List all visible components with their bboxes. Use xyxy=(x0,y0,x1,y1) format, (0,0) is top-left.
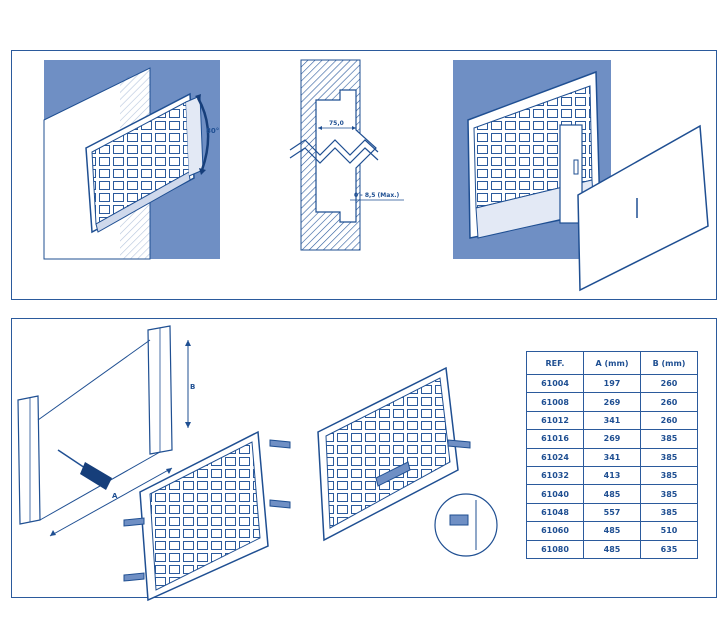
ref-cell: 61032 xyxy=(526,465,584,486)
mounting-illustration: A B xyxy=(17,325,195,537)
ref-cell: 61048 xyxy=(526,502,584,523)
b-cell: 260 xyxy=(640,392,698,412)
b-cell: 385 xyxy=(640,502,698,523)
b-cell: 385 xyxy=(640,484,698,504)
frame-illustration xyxy=(317,366,498,557)
a-cell: 557 xyxy=(583,502,641,523)
a-cell: 413 xyxy=(583,465,641,486)
top-panel xyxy=(11,50,717,300)
a-cell: 341 xyxy=(583,410,641,431)
b-cell: 385 xyxy=(640,429,698,449)
angle-label: 80° xyxy=(206,127,219,135)
ref-cell: 61004 xyxy=(526,373,584,394)
b-cell: 260 xyxy=(640,410,698,431)
ref-cell: 61012 xyxy=(526,410,584,431)
a-cell: 269 xyxy=(583,429,641,449)
b-cell: 510 xyxy=(640,521,698,541)
a-cell: 485 xyxy=(583,539,641,559)
b-cell: 385 xyxy=(640,447,698,467)
dim-a-label: A xyxy=(112,492,118,500)
a-cell: 269 xyxy=(583,392,641,412)
table-header-row: REF. A (mm) B (mm) xyxy=(526,351,698,375)
header-ref: REF. xyxy=(526,351,584,375)
ref-cell: 61024 xyxy=(526,447,584,467)
a-cell: 341 xyxy=(583,447,641,467)
depth-label: 0 - 8,5 (Max.) xyxy=(354,192,399,199)
ref-cell: 61008 xyxy=(526,392,584,412)
b-cell: 385 xyxy=(640,465,698,486)
door-illustration xyxy=(453,60,709,292)
ref-cell: 61080 xyxy=(526,539,584,559)
a-cell: 197 xyxy=(583,373,641,394)
a-cell: 485 xyxy=(583,484,641,504)
header-b: B (mm) xyxy=(640,351,698,375)
ref-cell: 61016 xyxy=(526,429,584,449)
width-label: 75,0 xyxy=(329,120,344,127)
bottom-panel xyxy=(11,318,717,598)
insertion-illustration: 80° xyxy=(43,60,220,260)
ref-cell: 61060 xyxy=(526,521,584,541)
box-front-illustration xyxy=(123,430,291,602)
dim-b-label: B xyxy=(190,383,195,391)
b-cell: 260 xyxy=(640,373,698,394)
section-illustration: 75,0 0 - 8,5 (Max.) xyxy=(289,59,404,251)
header-a: A (mm) xyxy=(583,351,641,375)
ref-cell: 61040 xyxy=(526,484,584,504)
a-cell: 485 xyxy=(583,521,641,541)
b-cell: 635 xyxy=(640,539,698,559)
